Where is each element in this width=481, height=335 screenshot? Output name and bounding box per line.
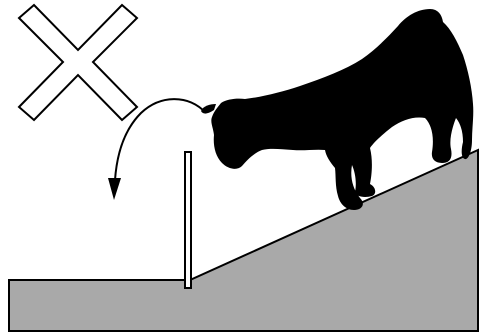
sloped-ramp-icon	[9, 150, 478, 331]
x-mark-icon	[19, 5, 137, 120]
vertical-post-icon	[185, 152, 191, 288]
